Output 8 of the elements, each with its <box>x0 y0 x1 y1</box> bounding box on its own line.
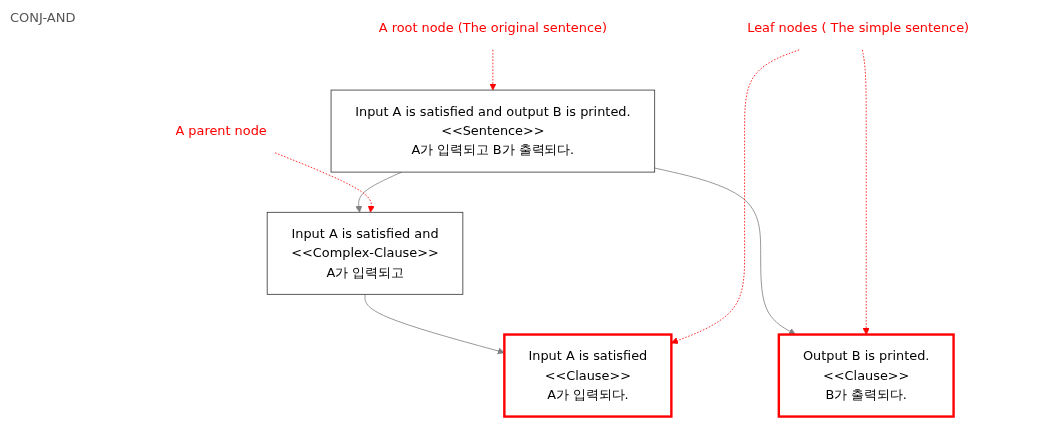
node-box: Input A is satisfied and <<Complex-Clause>> A가 입력되고 <box>267 211 464 295</box>
node-box: Input A is satisfied <<Clause>> A가 입력되다. <box>503 333 674 418</box>
connector-label: CONJ-AND <box>10 10 76 25</box>
node-text: Leaf nodes ( The simple sentence) <box>747 20 970 36</box>
node-box: Input A is satisfied and output B is printed. <<Sentence>> A가 입력되고 B가 출력되다. <box>331 89 656 173</box>
node-text: A root node (The original sentence) <box>379 20 608 36</box>
node-text: A parent node <box>175 123 268 139</box>
node-box: Output B is printed. <<Clause>> B가 출력되다. <box>778 333 956 418</box>
